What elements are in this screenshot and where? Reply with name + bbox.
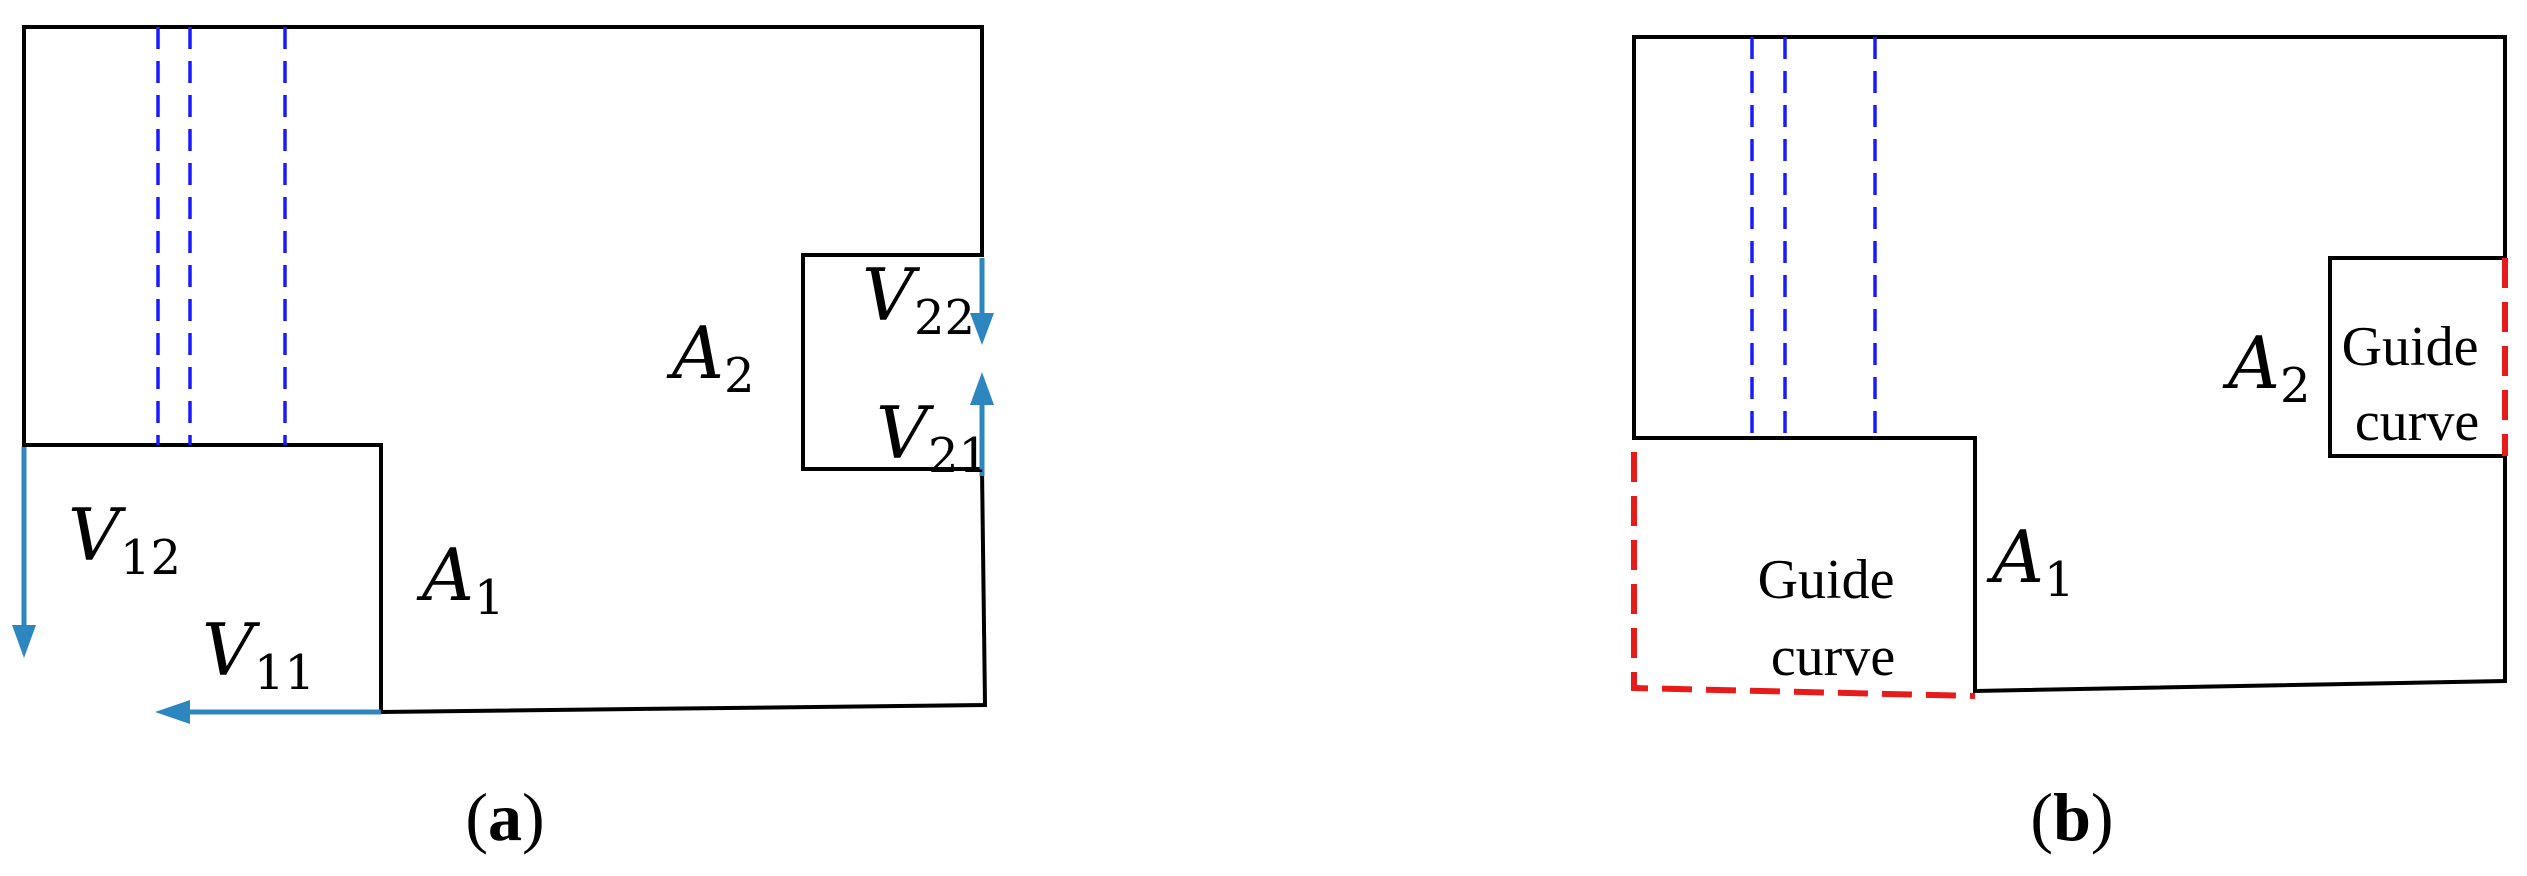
label-v22: V22 [862, 253, 975, 346]
caption-a: (a) [465, 779, 544, 855]
label-a1: A1 [416, 533, 505, 626]
guide-curve-right-label: Guide curve [2342, 316, 2493, 453]
panel-b-domain-outline [1632, 35, 2507, 694]
panel-a: V12 V11 V22 V21 A2 A1 (a) [12, 25, 994, 855]
label-a2: A2 [666, 311, 755, 404]
panel-b: A2 A1 Guide curve Guide curve (b) [1631, 35, 2508, 855]
guide-curve-left-line [1631, 452, 1976, 699]
label-b-a1: A1 [1986, 515, 2075, 608]
v12-arrow [12, 447, 36, 658]
panel-a-domain-outline [22, 25, 988, 715]
label-b-a2: A2 [2222, 321, 2311, 414]
label-v21: V21 [876, 391, 989, 484]
guide-curve-left-label: Guide curve [1758, 549, 1909, 688]
label-v11: V11 [202, 608, 315, 701]
v22-arrow [970, 258, 994, 345]
caption-b: (b) [2030, 779, 2113, 855]
v11-arrow [155, 700, 381, 724]
v21-arrow [970, 372, 994, 476]
label-v12: V12 [68, 493, 181, 586]
